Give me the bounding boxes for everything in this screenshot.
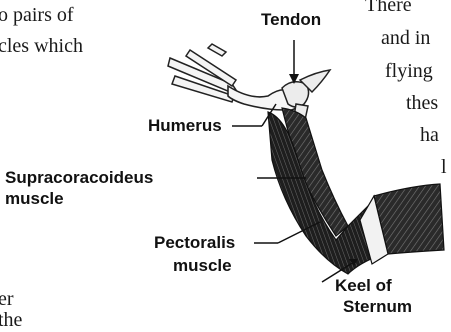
wing-digits (168, 44, 236, 102)
label-tendon: Tendon (261, 10, 321, 30)
label-supracoracoideus: Supracoracoideus (5, 168, 153, 188)
sternum-keel (360, 184, 444, 264)
label-humerus: Humerus (148, 116, 222, 136)
label-pectoralis: Pectoralis (154, 233, 235, 253)
label-sternum: Sternum (343, 297, 412, 317)
label-pectoralis-muscle: muscle (173, 256, 232, 276)
label-keel-of: Keel of (335, 276, 392, 296)
label-supracoracoideus-muscle: muscle (5, 189, 64, 209)
